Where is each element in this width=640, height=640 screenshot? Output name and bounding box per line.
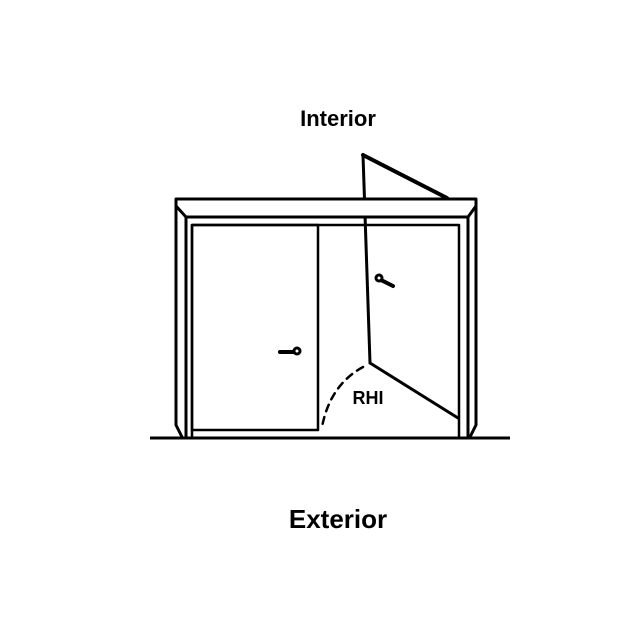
exterior-label: Exterior <box>289 504 387 534</box>
swing-arc <box>320 365 365 429</box>
door-frame-right-jamb <box>466 204 478 439</box>
open-door-knob-icon <box>374 273 395 288</box>
closed-door-leaf <box>190 223 320 432</box>
door-frame-header <box>174 197 478 219</box>
closed-door-knob-icon <box>278 346 302 356</box>
handing-label: RHI <box>353 388 384 408</box>
open-door-leaf <box>361 153 460 420</box>
door-frame-left-jamb <box>174 204 188 439</box>
door-frame-inner <box>190 223 461 439</box>
interior-label: Interior <box>300 106 376 131</box>
